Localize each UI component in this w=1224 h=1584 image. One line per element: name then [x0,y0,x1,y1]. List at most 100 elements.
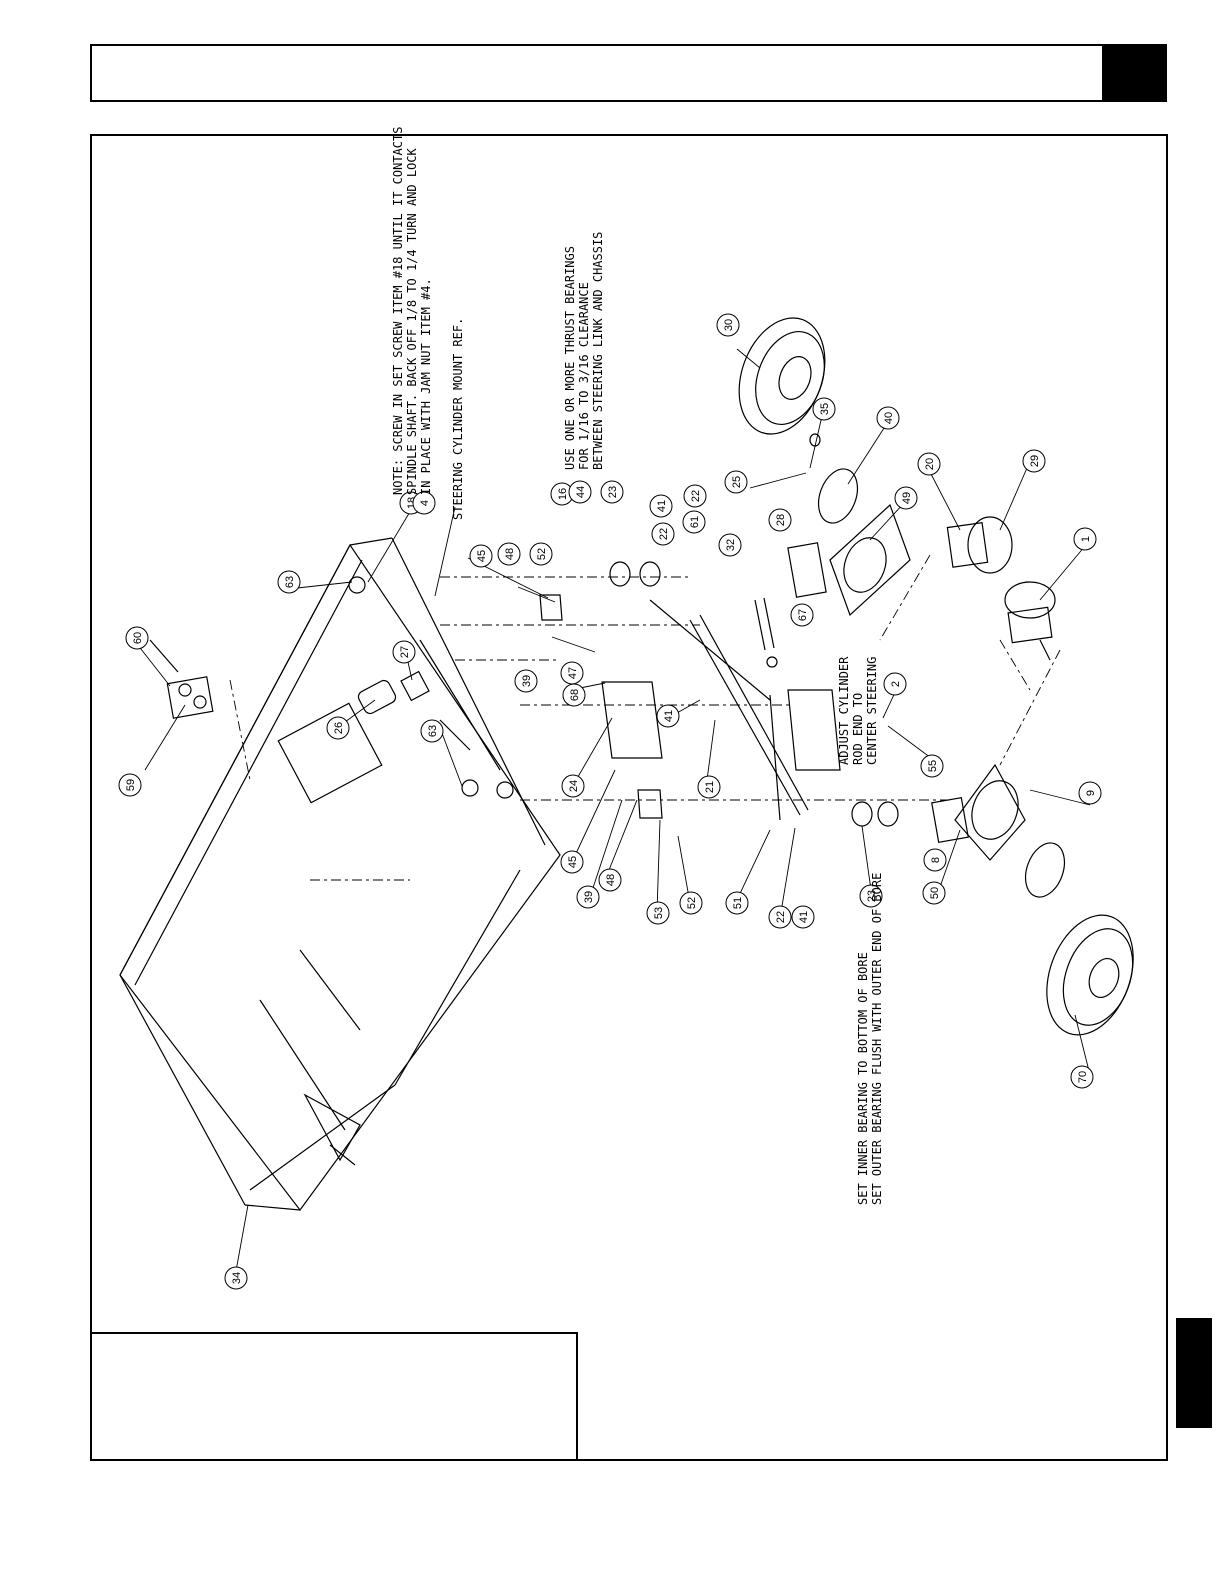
callout-label: 41 [656,500,668,512]
callout-label: 4 [419,500,431,506]
callout-circle [514,669,538,693]
callout-circle [768,508,792,532]
callout-label: 41 [798,911,810,923]
motor-1 [1004,581,1056,661]
callout-label: 45 [567,856,579,868]
section-tab [1176,1318,1212,1428]
chassis-frame [119,537,561,1212]
callout-circle [883,672,907,696]
callout-label: 47 [567,667,579,679]
callout-23: 23 [600,480,624,504]
callout-label: 22 [690,490,702,502]
assembly-lines [229,554,1061,881]
callout-1: 1 [1073,527,1097,551]
callout-label: 67 [797,609,809,621]
callout-63: 63 [277,570,301,594]
callout-label: 2 [890,681,902,687]
callout-circle [392,640,416,664]
callout-circle [656,704,680,728]
callout-circle [560,661,584,685]
callout-circle [224,1266,248,1290]
callout-4: 4 [412,491,436,515]
callout-25: 25 [724,470,748,494]
callout-23: 23 [859,884,883,908]
callout-circle [790,603,814,627]
callout-41: 41 [649,494,673,518]
callout-label: 44 [575,486,587,498]
callout-circle [791,905,815,929]
callout-circle [277,570,301,594]
callout-label: 50 [929,887,941,899]
callout-34: 34 [224,1266,248,1290]
callout-circle [529,542,553,566]
callout-circle [118,773,142,797]
callout-label: 29 [1029,455,1041,467]
note-thrust-line-3: BETWEEN STEERING LINK AND CHASSIS [591,232,605,470]
callout-circle [651,522,675,546]
callout-label: 61 [689,516,701,528]
callout-48: 48 [598,868,622,892]
callout-label: 30 [723,319,735,331]
callout-label: 49 [901,492,913,504]
callout-circle [1073,527,1097,551]
callout-label: 9 [1085,790,1097,796]
callout-label: 39 [583,891,595,903]
callout-circle [718,533,742,557]
callout-59: 59 [118,773,142,797]
callout-label: 45 [476,550,488,562]
callout-circle [697,775,721,799]
callout-39: 39 [576,885,600,909]
callout-49: 49 [894,486,918,510]
callout-52: 52 [529,542,553,566]
callout-label: 24 [568,780,580,792]
callout-circle [560,850,584,874]
callout-35: 35 [812,397,836,421]
callout-21: 21 [697,775,721,799]
callout-label: 34 [231,1272,243,1284]
callout-circle [716,313,740,337]
callout-label: 28 [775,514,787,526]
callout-label: 39 [521,675,533,687]
note-set-screw-line-1: NOTE: SCREW IN SET SCREW ITEM #18 UNTIL … [391,127,405,495]
callout-label: 22 [658,528,670,540]
callout-label: 55 [927,760,939,772]
callout-circle [683,484,707,508]
callout-label: 68 [569,689,581,701]
callout-label: 25 [731,476,743,488]
callout-label: 21 [704,781,716,793]
callout-circle [412,491,436,515]
callout-60: 60 [125,626,149,650]
drawing-frame [90,134,1168,1461]
callout-circle [922,881,946,905]
callout-39: 39 [514,669,538,693]
callout-label: 63 [284,576,296,588]
callout-22: 22 [683,484,707,508]
note-adjust-line-3: CENTER STEERING [865,657,879,765]
callout-41: 41 [791,905,815,929]
callout-label: 52 [536,548,548,560]
callout-27: 27 [392,640,416,664]
callout-label: 48 [504,548,516,560]
callout-44: 44 [568,480,592,504]
callout-circle [894,486,918,510]
callout-9: 9 [1078,781,1102,805]
note-thrust-line-1: USE ONE OR MORE THRUST BEARINGS [563,246,577,470]
callout-63: 63 [420,719,444,743]
callout-8: 8 [923,848,947,872]
callout-circle [326,716,350,740]
note-thrust-line-2: FOR 1/16 TO 3/16 CLEARANCE [577,282,591,470]
callout-label: 60 [132,632,144,644]
note-bearing-line-1: SET INNER BEARING TO BOTTOM OF BORE [856,952,870,1205]
callout-circle [469,544,493,568]
callout-circle [876,406,900,430]
notes-group: NOTE: SCREW IN SET SCREW ITEM #18 UNTIL … [391,127,884,1205]
callout-2: 2 [883,672,907,696]
callout-24: 24 [561,774,585,798]
callout-circle [420,719,444,743]
callout-label: 8 [930,857,942,863]
callout-label: 23 [866,890,878,902]
callout-circle [1078,781,1102,805]
callout-label: 20 [924,458,936,470]
